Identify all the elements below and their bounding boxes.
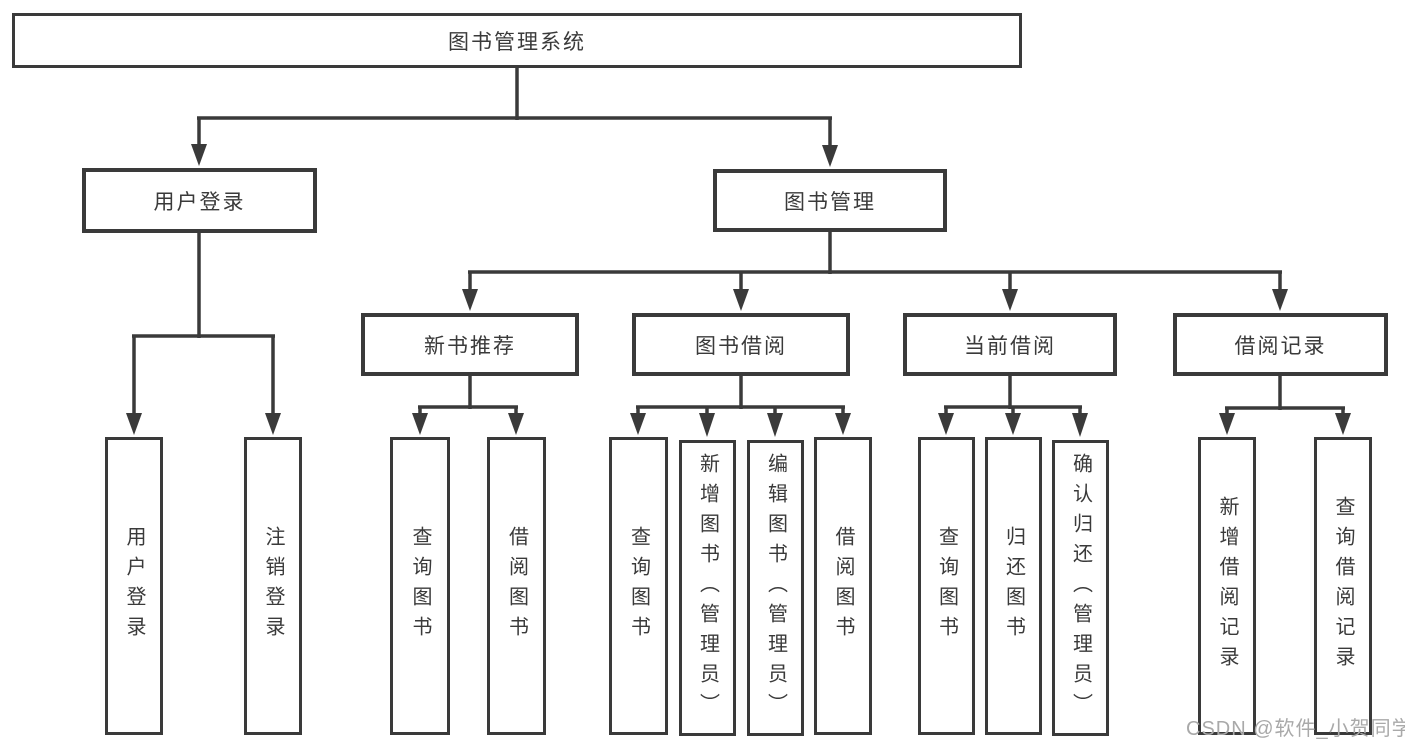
leaf-user-login: 用户登录 (105, 437, 163, 735)
node-new-book-recommendation: 新书推荐 (361, 313, 579, 376)
node-label: 用户登录 (123, 526, 145, 646)
node-label: 归还图书 (1002, 526, 1025, 646)
node-label: 注销登录 (262, 526, 284, 646)
node-label: 图书管理 (784, 190, 876, 214)
leaf-add-books-admin: 新增图书（管理员） (679, 440, 736, 736)
node-label: 确认归还（管理员） (1069, 453, 1092, 723)
leaf-query-books-borrow: 查询图书 (609, 437, 668, 735)
node-label: 查询图书 (409, 526, 431, 646)
node-book-management: 图书管理 (713, 169, 947, 232)
node-label: 查询借阅记录 (1332, 496, 1354, 676)
leaf-confirm-return-admin: 确认归还（管理员） (1052, 440, 1109, 736)
node-borrowing-records: 借阅记录 (1173, 313, 1388, 376)
leaf-add-borrow-record: 新增借阅记录 (1198, 437, 1256, 735)
leaf-borrow-books: 借阅图书 (814, 437, 872, 735)
node-library-management-system: 图书管理系统 (12, 13, 1022, 68)
node-label: 当前借阅 (964, 334, 1056, 358)
node-user-login: 用户登录 (82, 168, 317, 233)
node-label: 图书借阅 (695, 334, 787, 358)
leaf-borrow-books-recommend: 借阅图书 (487, 437, 546, 735)
node-label: 新书推荐 (424, 334, 516, 358)
node-label: 新增图书（管理员） (696, 453, 719, 723)
node-label: 图书管理系统 (448, 30, 586, 54)
node-label: 新增借阅记录 (1216, 496, 1238, 676)
leaf-logout: 注销登录 (244, 437, 302, 735)
node-label: 借阅图书 (832, 526, 854, 646)
leaf-query-borrow-record: 查询借阅记录 (1314, 437, 1372, 735)
leaf-return-books: 归还图书 (985, 437, 1042, 735)
leaf-query-books-current: 查询图书 (918, 437, 975, 735)
csdn-watermark: CSDN @软件_小贺同学 (1186, 718, 1405, 740)
node-current-borrowing: 当前借阅 (903, 313, 1117, 376)
node-label: 查询图书 (627, 526, 650, 646)
leaf-query-books-recommend: 查询图书 (390, 437, 450, 735)
node-label: 借阅图书 (505, 526, 528, 646)
node-book-borrowing: 图书借阅 (632, 313, 850, 376)
node-label: 查询图书 (935, 526, 958, 646)
leaf-edit-books-admin: 编辑图书（管理员） (747, 440, 804, 736)
node-label: 借阅记录 (1234, 334, 1327, 358)
node-label: 用户登录 (153, 190, 246, 214)
node-label: 编辑图书（管理员） (764, 453, 787, 723)
